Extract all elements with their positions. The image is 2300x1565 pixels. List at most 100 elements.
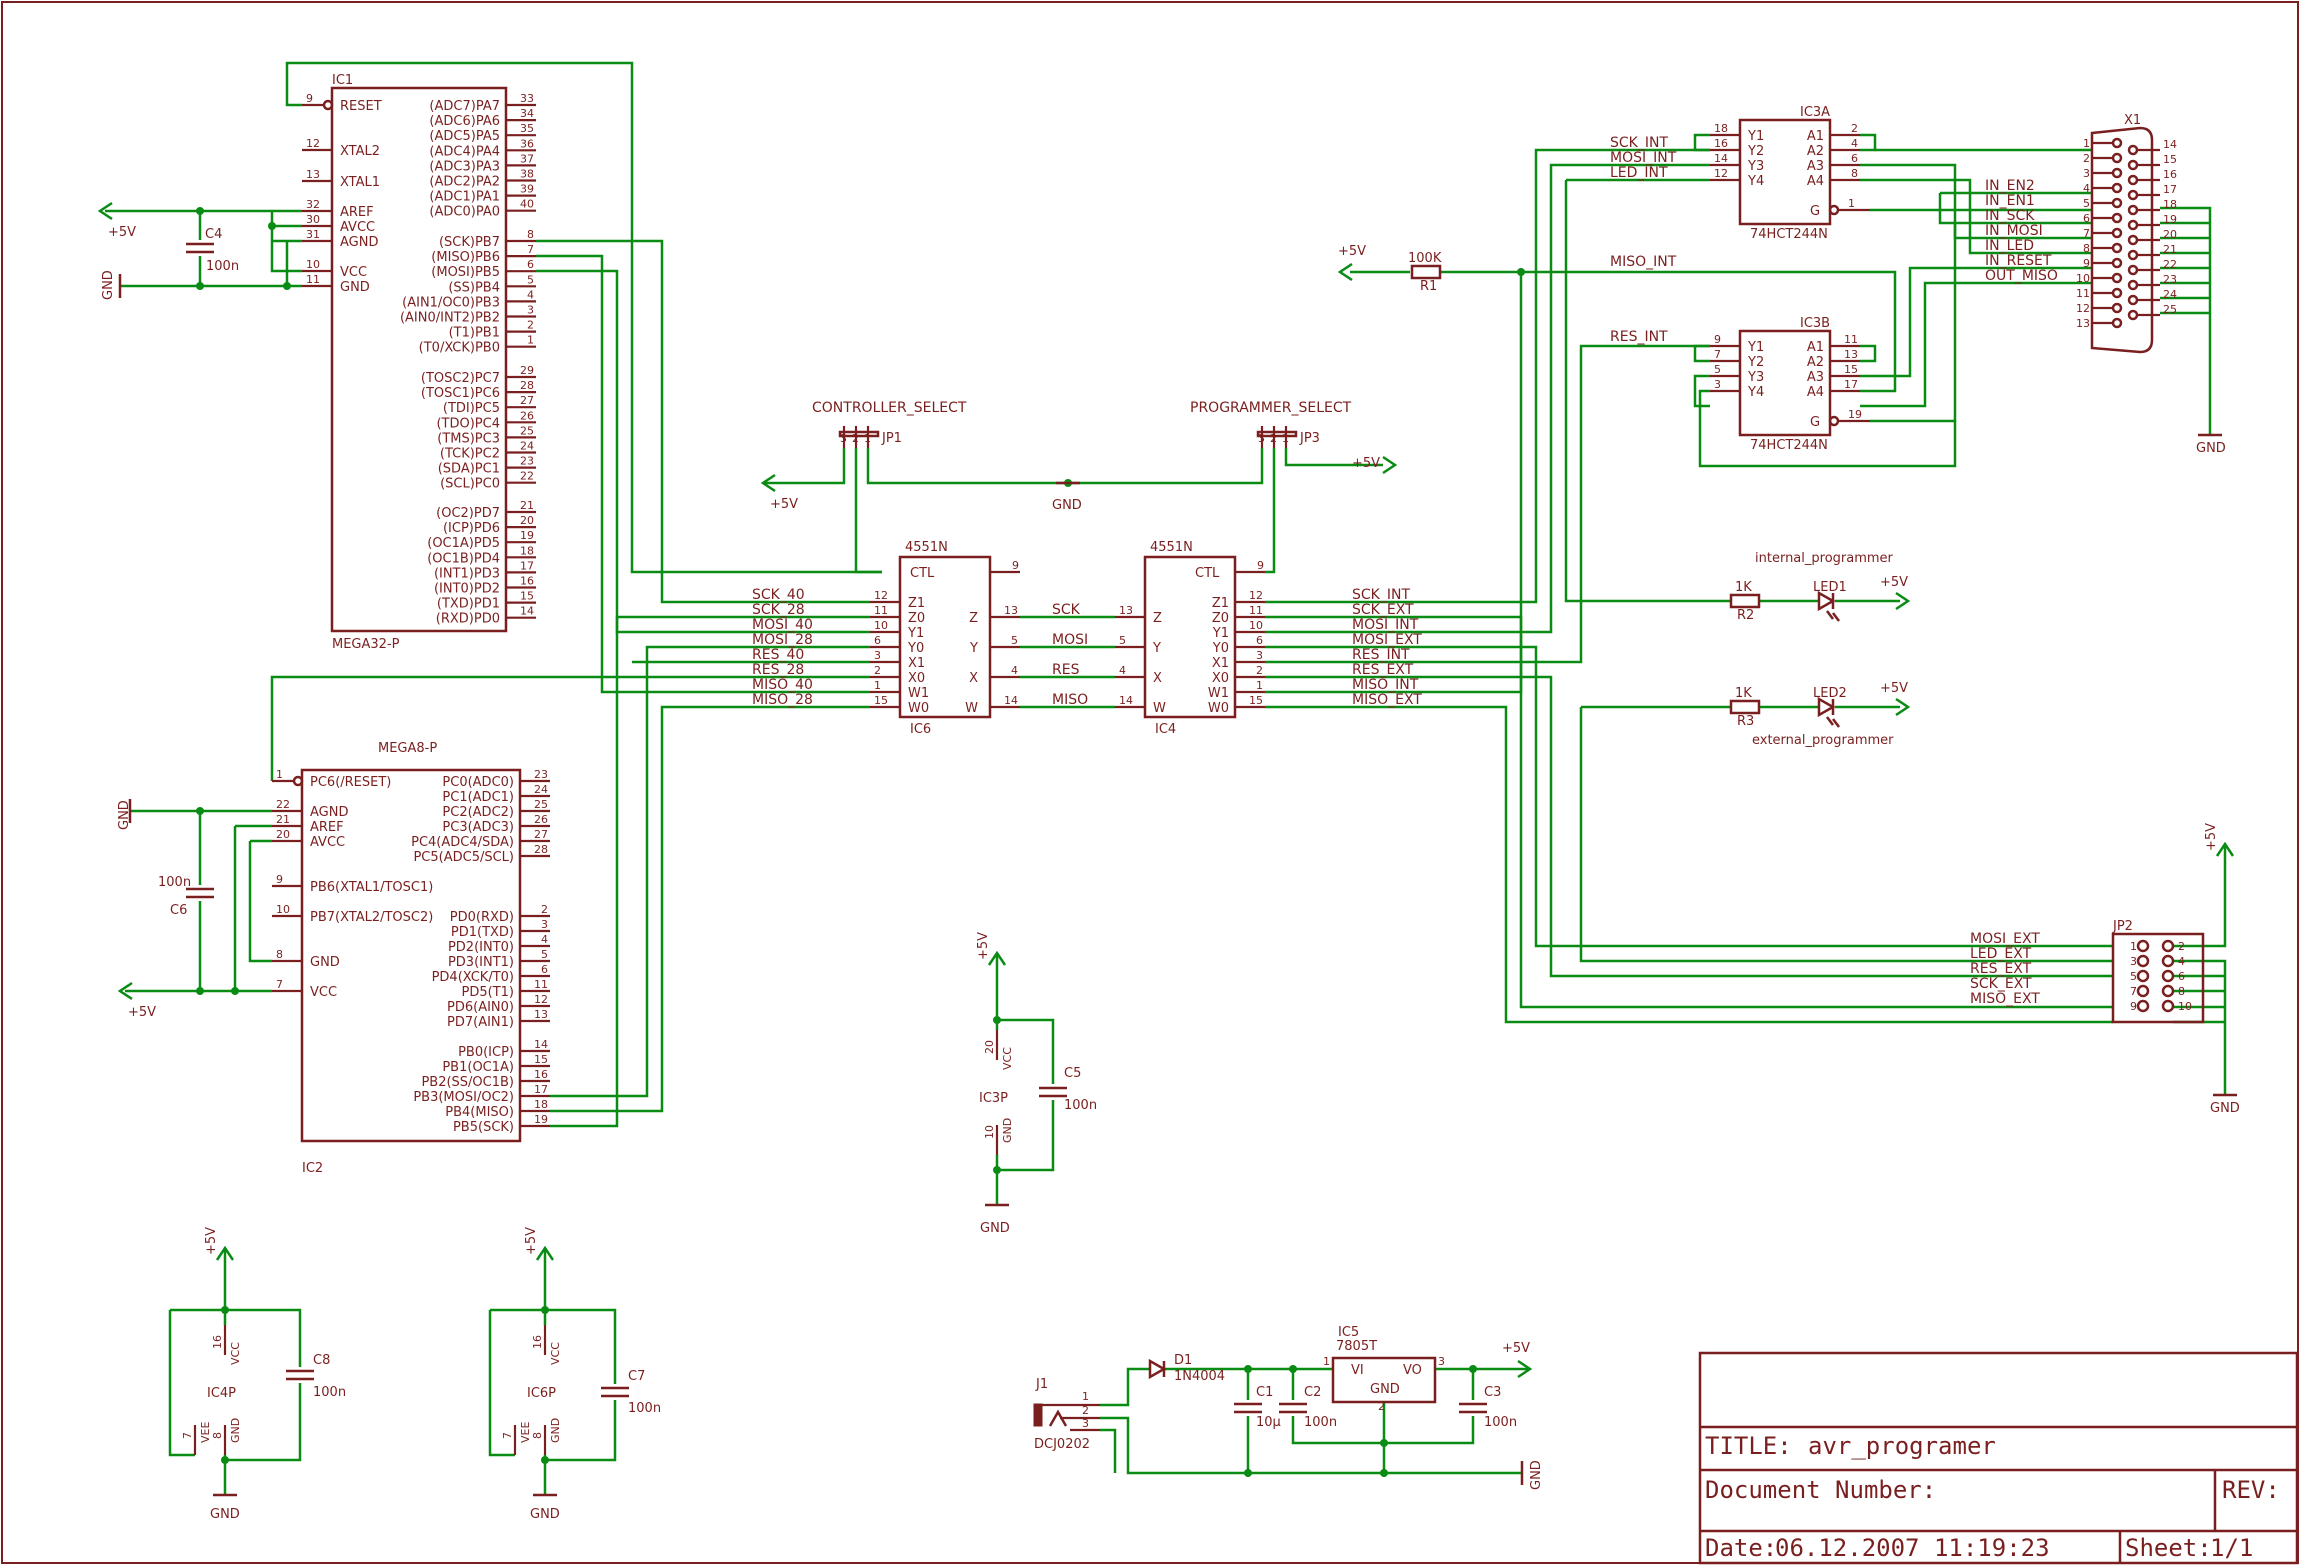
pin-label: PD0(RXD) bbox=[450, 910, 514, 925]
wire bbox=[225, 1383, 302, 1462]
net-label: RES_EXT bbox=[1352, 662, 1414, 678]
pin-label: Y4 bbox=[1747, 174, 1764, 189]
pin-label: Y0 bbox=[1212, 641, 1229, 656]
x1-pin-contact bbox=[2127, 279, 2139, 291]
ic2-body bbox=[300, 768, 522, 1143]
pin-number: 2 bbox=[541, 903, 548, 916]
pin-number: 13 bbox=[2076, 317, 2090, 330]
pin-number: 1 bbox=[2130, 940, 2137, 953]
pin-number: 8 bbox=[531, 1432, 544, 1439]
pin-number: 10 bbox=[306, 258, 320, 271]
vcc-label: +5V bbox=[204, 1227, 219, 1255]
pin-label: PD6(AIN0) bbox=[447, 1000, 514, 1015]
pin-invert-bubble bbox=[292, 775, 304, 787]
pin-number: 7 bbox=[2083, 227, 2090, 240]
ic5-value: 7805T bbox=[1336, 1339, 1377, 1354]
x1-pin-contact bbox=[2111, 287, 2123, 299]
ic5-name: IC5 bbox=[1338, 1325, 1359, 1340]
pin-number: 15 bbox=[534, 1053, 548, 1066]
pin-label: X1 bbox=[1212, 656, 1229, 671]
pin-label: (TDI)PC5 bbox=[443, 401, 500, 416]
vcc-arrow bbox=[2215, 841, 2235, 857]
pin-number: 13 bbox=[306, 168, 320, 181]
pin-number: 24 bbox=[2163, 288, 2177, 301]
pin-label: (INT0)PD2 bbox=[434, 582, 500, 597]
title-value: avr_programer bbox=[1808, 1432, 1996, 1460]
pin-label: PB7(XTAL2/TOSC2) bbox=[310, 910, 433, 925]
pin-number: 20 bbox=[520, 514, 534, 527]
wire bbox=[1265, 448, 1276, 574]
jp2-net-label: MISO_EXT bbox=[1970, 991, 2040, 1007]
vcc-label: +5V bbox=[1502, 1341, 1530, 1356]
jp2-net-label: SCK_EXT bbox=[1970, 976, 2032, 992]
net-label: MOSI_40 bbox=[752, 617, 813, 633]
x1-pin-contact bbox=[2127, 204, 2139, 216]
ic5-pin-label: GND bbox=[1370, 1382, 1400, 1397]
pin-label: (SCK)PB7 bbox=[439, 235, 500, 250]
pin-number: 13 bbox=[534, 1008, 548, 1021]
vcc-arrow bbox=[535, 1245, 555, 1261]
pin-number: 25 bbox=[2163, 303, 2177, 316]
ic3b-body bbox=[1738, 329, 1832, 437]
pin-label: CTL bbox=[1195, 566, 1220, 581]
pin-number: 14 bbox=[1004, 694, 1018, 707]
pin-number: 21 bbox=[276, 813, 290, 826]
x1-pin-contact bbox=[2111, 167, 2123, 179]
pin-number: 11 bbox=[534, 978, 548, 991]
pin-label: PD1(TXD) bbox=[451, 925, 514, 940]
date-label: Date: bbox=[1705, 1534, 1777, 1562]
pin-number: 14 bbox=[534, 1038, 548, 1051]
pin-label: Y0 bbox=[907, 641, 924, 656]
vcc-label: +5V bbox=[524, 1227, 539, 1255]
gnd-label: GND bbox=[101, 270, 116, 300]
cap-name: C5 bbox=[1064, 1066, 1081, 1081]
pin-number: 19 bbox=[520, 529, 534, 542]
junction-dot bbox=[1517, 268, 1525, 276]
pin-number: 9 bbox=[276, 873, 283, 886]
gnd-label: GND bbox=[530, 1507, 560, 1522]
pin-number: 12 bbox=[2076, 302, 2090, 315]
junction-dot bbox=[1380, 1469, 1388, 1477]
pin-label: (MISO)PB6 bbox=[431, 250, 500, 265]
wire bbox=[2173, 876, 2227, 948]
net-label: MISO bbox=[1052, 692, 1088, 708]
pin-number: 7 bbox=[181, 1432, 194, 1439]
pin-number: 2 bbox=[1378, 1400, 1385, 1413]
pin-number: 1 bbox=[276, 768, 283, 781]
pin-label: A4 bbox=[1807, 385, 1824, 400]
wire bbox=[536, 239, 870, 604]
wire bbox=[1860, 266, 2092, 378]
pin-number: 9 bbox=[1257, 559, 1264, 572]
ic2-name: IC2 bbox=[302, 1161, 323, 1176]
pin-label: W bbox=[1153, 701, 1166, 716]
wire bbox=[270, 675, 870, 781]
ic3a-name: IC3A bbox=[1800, 105, 1830, 120]
pin-label: Y2 bbox=[1747, 355, 1764, 370]
x1-pin-contact bbox=[2111, 182, 2123, 194]
pin-label: PD7(AIN1) bbox=[447, 1015, 514, 1030]
pin-number: 23 bbox=[520, 455, 534, 468]
pin-number: 16 bbox=[1714, 137, 1728, 150]
x1-name: X1 bbox=[2124, 113, 2141, 128]
d1-value: 1N4004 bbox=[1174, 1369, 1225, 1384]
x1-pin-contact bbox=[2127, 309, 2139, 321]
pin-number: 5 bbox=[527, 273, 534, 286]
sheet-label: Sheet: bbox=[2125, 1534, 2212, 1562]
pin-number: 9 bbox=[2130, 1000, 2137, 1013]
pin-number: 18 bbox=[1714, 122, 1728, 135]
pin-number: 14 bbox=[1714, 152, 1728, 165]
pin-number: 3 bbox=[840, 432, 847, 445]
pin-number: 8 bbox=[1851, 167, 1858, 180]
cap-value: 10µ bbox=[1256, 1415, 1281, 1430]
pin-number: 4 bbox=[1119, 664, 1126, 677]
net-label: SCK_INT bbox=[1352, 587, 1410, 603]
ic2-value: MEGA8-P bbox=[378, 741, 437, 756]
junction-dot bbox=[221, 1456, 229, 1464]
pin-number: 10 bbox=[2178, 1000, 2192, 1013]
pin-number: 28 bbox=[534, 843, 548, 856]
jp2-pin-contact bbox=[2136, 939, 2150, 953]
pin-number: 5 bbox=[2130, 970, 2137, 983]
wire bbox=[1265, 645, 2113, 948]
vcc-arrow bbox=[987, 950, 1007, 966]
